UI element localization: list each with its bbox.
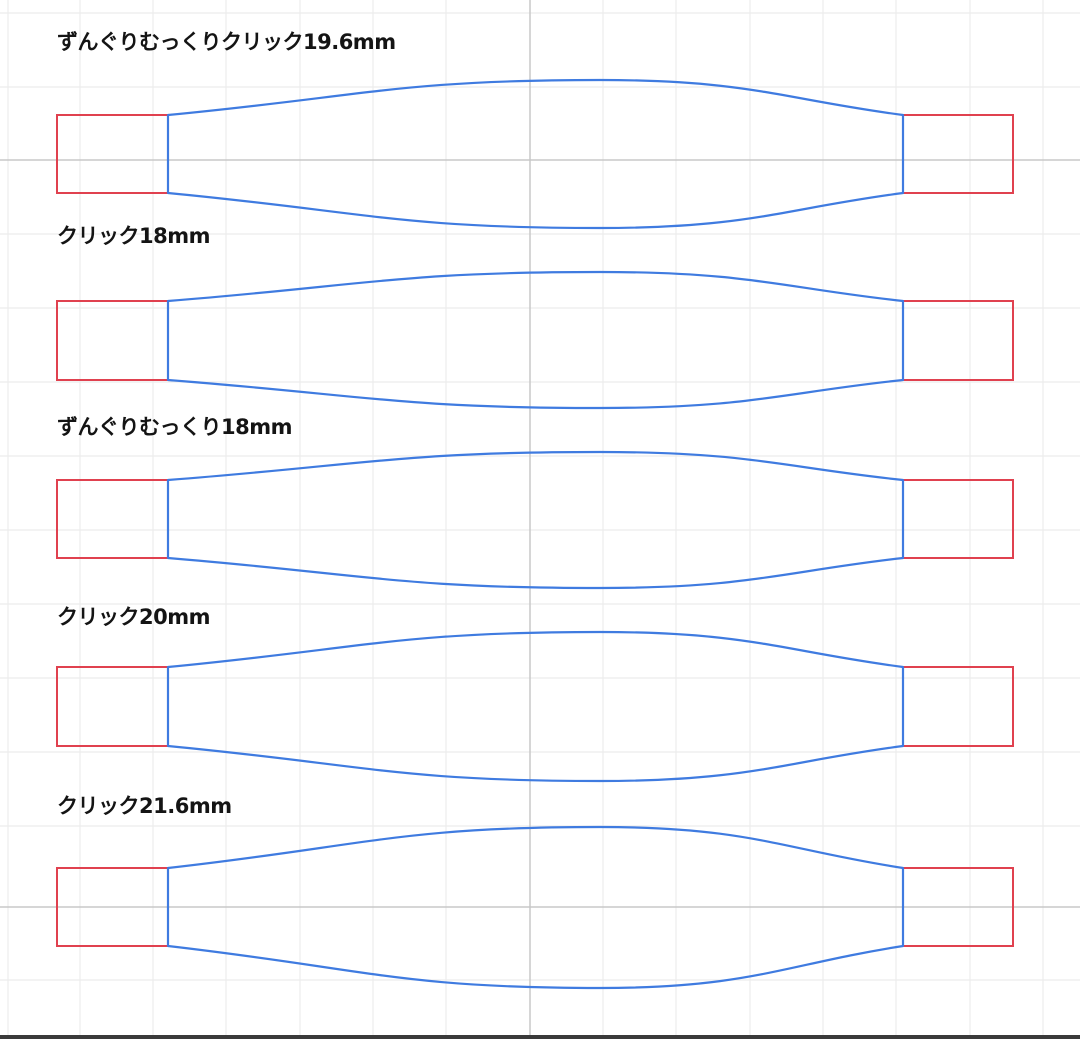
- label-zunguri-18mm: ずんぐりむっくり18mm: [57, 415, 293, 439]
- lens-shape: [56, 450, 1014, 590]
- left-end-rect: [56, 479, 169, 559]
- lens-shape: [56, 78, 1014, 230]
- label-click-20mm: クリック20mm: [57, 605, 211, 629]
- lens-body-outline: [166, 78, 905, 230]
- right-end-rect: [902, 114, 1014, 194]
- lens-body-outline: [166, 270, 905, 410]
- lens-body-outline: [166, 450, 905, 590]
- bottom-border: [0, 1035, 1080, 1039]
- left-end-rect: [56, 114, 169, 194]
- lens-shape: [56, 630, 1014, 783]
- right-end-rect: [902, 300, 1014, 381]
- lens-shape: [56, 270, 1014, 410]
- lens-body-outline: [166, 630, 905, 783]
- left-end-rect: [56, 666, 169, 747]
- lens-shape: [56, 825, 1014, 990]
- label-click-18mm: クリック18mm: [57, 224, 211, 248]
- lens-body-outline: [166, 825, 905, 990]
- right-end-rect: [902, 479, 1014, 559]
- label-click-21-6mm: クリック21.6mm: [57, 794, 232, 818]
- right-end-rect: [902, 666, 1014, 747]
- shape-group: [56, 78, 1014, 990]
- label-zunguri-click-19-6mm: ずんぐりむっくりクリック19.6mm: [57, 30, 396, 54]
- left-end-rect: [56, 300, 169, 381]
